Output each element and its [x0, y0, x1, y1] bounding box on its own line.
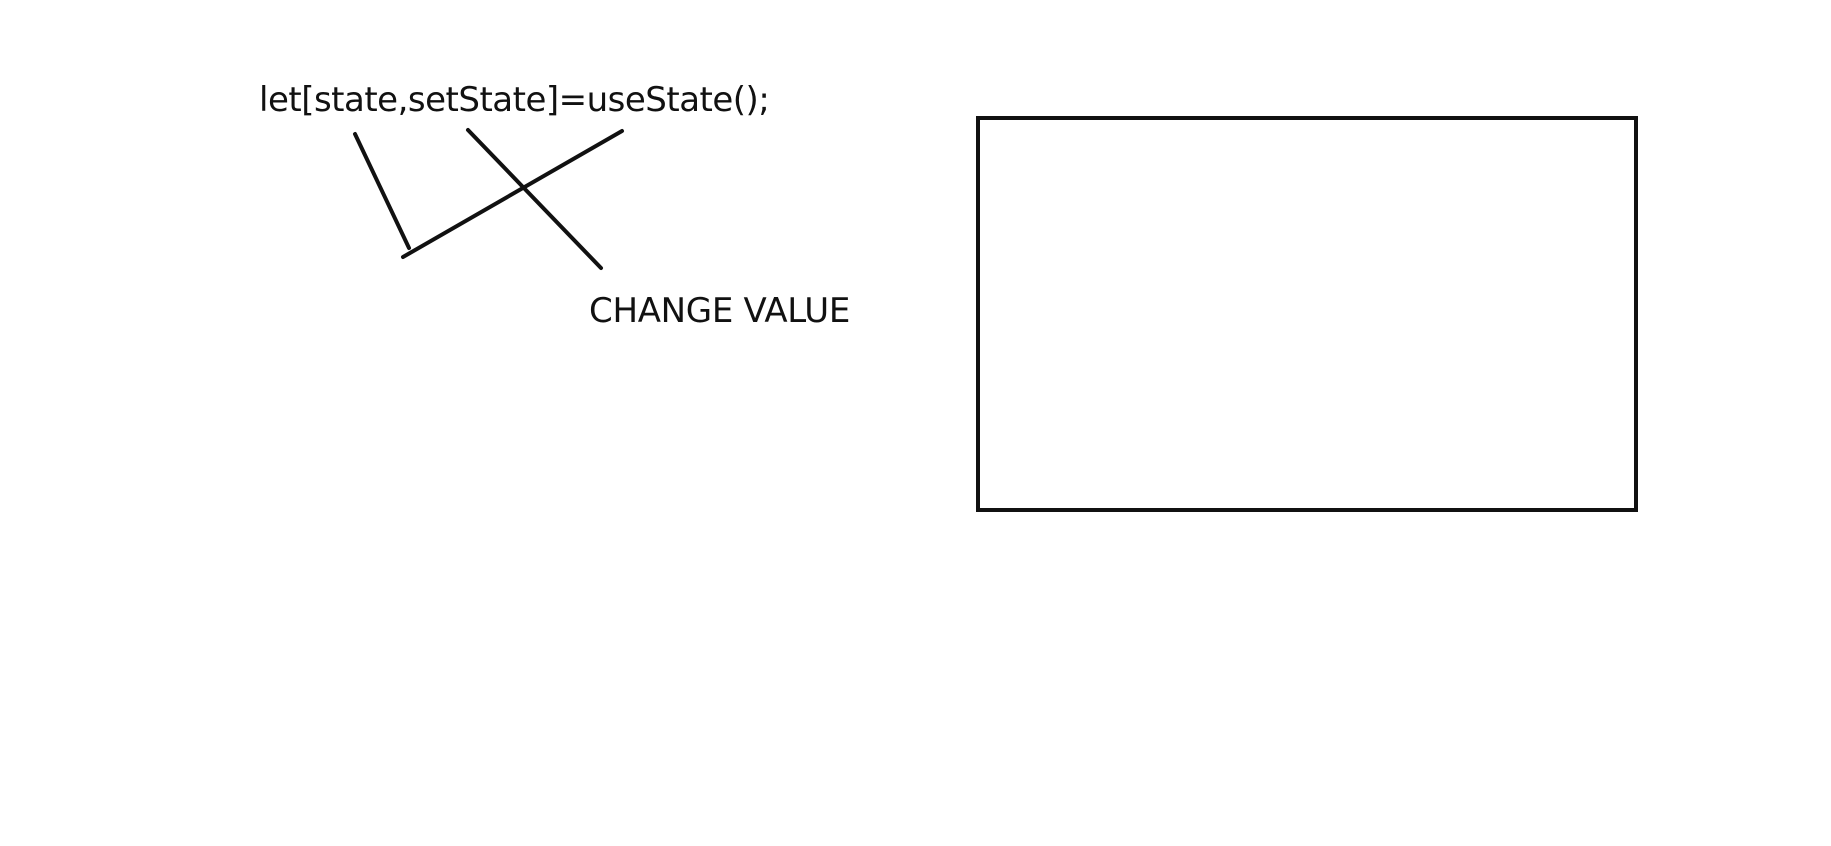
- usestate-connector-line: [401, 129, 624, 259]
- empty-rectangle-box: [976, 116, 1638, 512]
- code-statement: let[state,setState]=useState();: [259, 80, 770, 120]
- state-connector-line: [353, 132, 411, 250]
- setstate-connector-line: [466, 128, 603, 270]
- change-value-label: CHANGE VALUE: [589, 291, 850, 331]
